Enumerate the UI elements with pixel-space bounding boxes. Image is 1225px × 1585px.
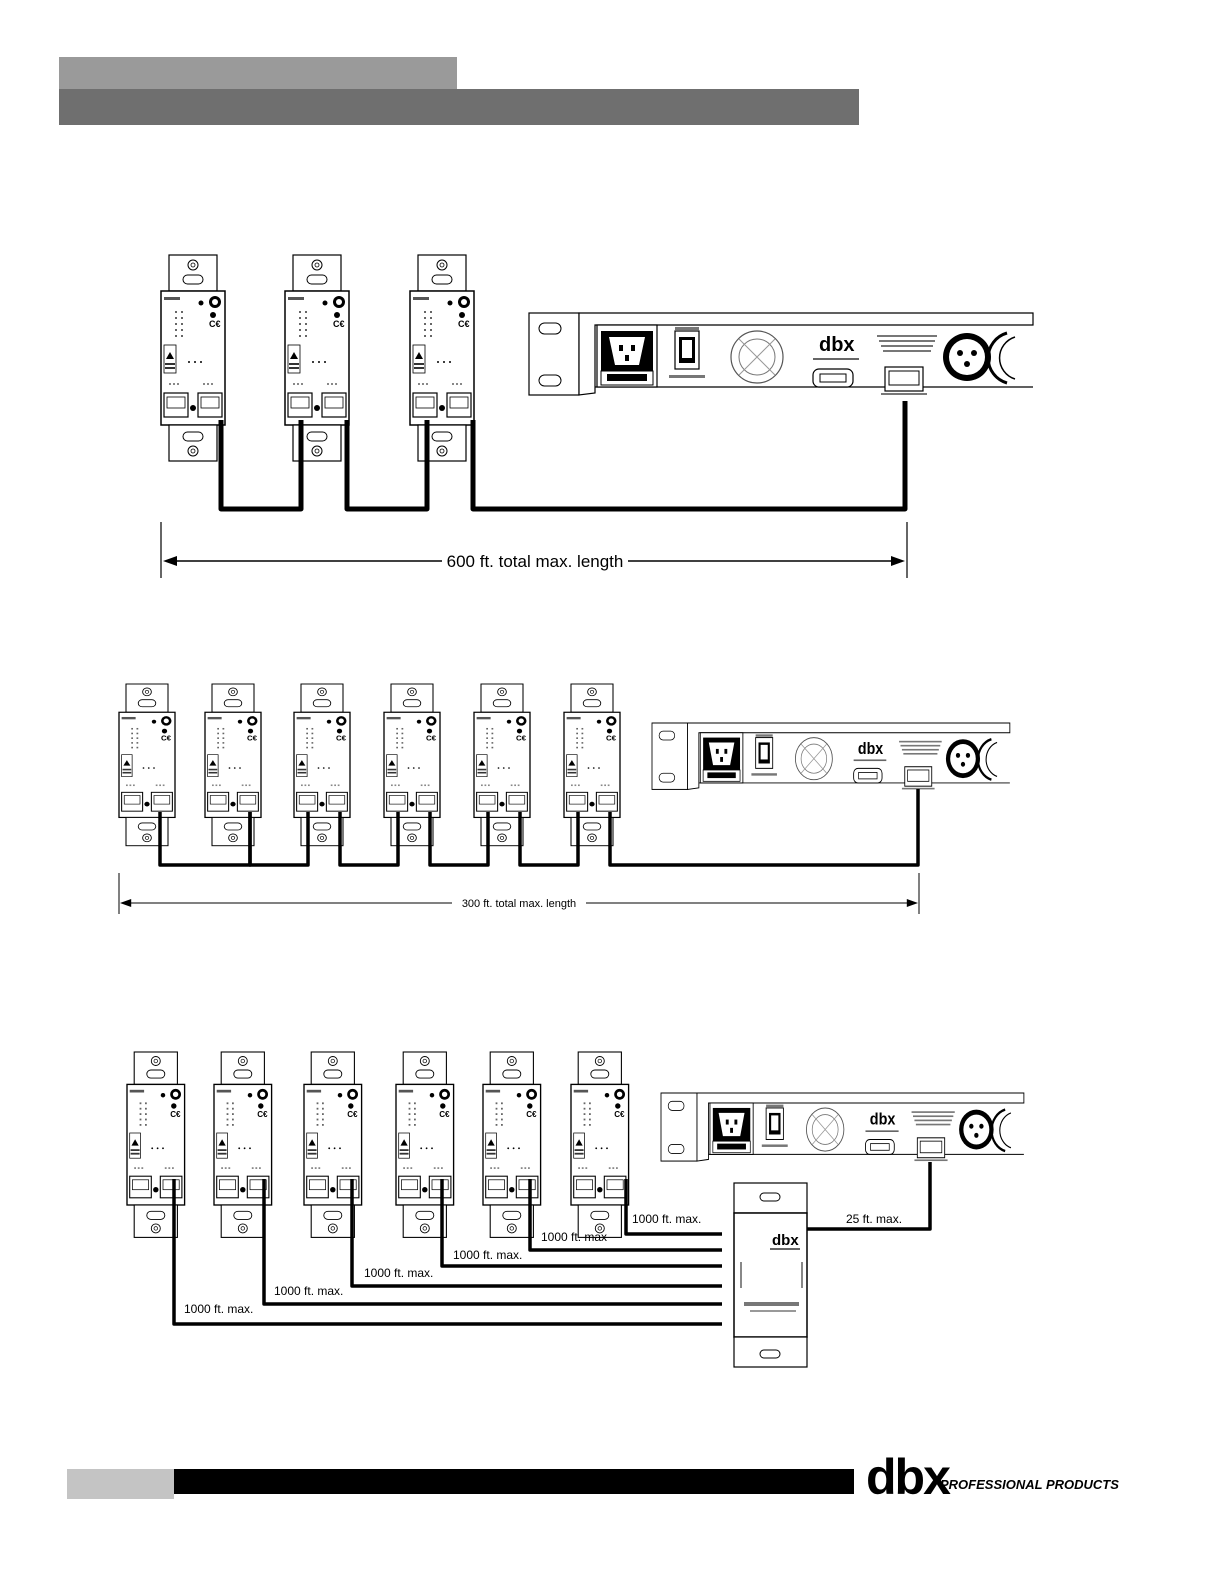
- wall-panel: [571, 1052, 629, 1237]
- wall-panel: [285, 255, 349, 461]
- svg-text:25 ft. max.: 25 ft. max.: [846, 1212, 902, 1226]
- svg-text:1000 ft. max.: 1000 ft. max.: [364, 1266, 433, 1280]
- dimension-label: 300 ft. total max. length: [462, 898, 576, 910]
- svg-text:dbx: dbx: [772, 1232, 799, 1249]
- rack-unit: [661, 1093, 1024, 1161]
- wall-panel: [161, 255, 225, 461]
- wall-panel: [396, 1052, 454, 1237]
- svg-text:1000 ft. max.: 1000 ft. max.: [274, 1284, 343, 1298]
- brand-text: PROFESSIONAL PRODUCTS: [940, 1477, 1119, 1492]
- figure-3: dbx 1000 ft. max. 1000 ft. max 1000 ft. …: [127, 1052, 1024, 1367]
- rack-unit: [529, 313, 1033, 395]
- figure-2: 300 ft. total max. length: [119, 684, 1010, 914]
- figure-1: 600 ft. total max. length: [161, 255, 1033, 578]
- wall-panel: [483, 1052, 541, 1237]
- brand-mark: dbx PROFESSIONAL PRODUCTS: [866, 1452, 1106, 1504]
- wall-panel: [410, 255, 474, 461]
- footer-bar: [174, 1469, 854, 1494]
- svg-text:1000 ft. max: 1000 ft. max: [541, 1230, 607, 1244]
- wall-panel: [205, 684, 261, 846]
- dimension-label: 600 ft. total max. length: [447, 552, 624, 571]
- svg-text:1000 ft. max.: 1000 ft. max.: [453, 1248, 522, 1262]
- rack-unit: [652, 723, 1010, 789]
- wall-panel: [127, 1052, 185, 1237]
- breakout-box: dbx: [734, 1183, 807, 1367]
- wall-panel: [119, 684, 175, 846]
- svg-text:1000 ft. max.: 1000 ft. max.: [632, 1212, 701, 1226]
- dbx-logo: dbx: [866, 1452, 949, 1502]
- footer-tab: [67, 1469, 174, 1499]
- svg-text:1000 ft. max.: 1000 ft. max.: [184, 1302, 253, 1316]
